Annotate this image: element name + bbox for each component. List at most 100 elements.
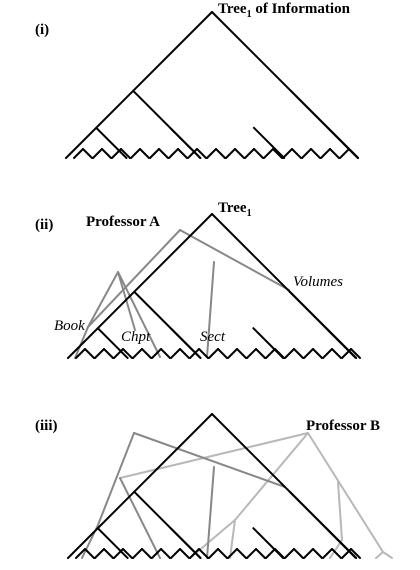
leaf-edge bbox=[75, 548, 86, 559]
leaf-edge bbox=[113, 348, 124, 359]
chapter-label: Chpt bbox=[121, 329, 151, 345]
leaf-edge bbox=[82, 148, 93, 159]
leaf-edge bbox=[236, 548, 247, 559]
panel-ii: (ii) Tree1 Professor A Volumes Book Chpt… bbox=[35, 200, 361, 359]
prof-b-path bbox=[234, 432, 309, 521]
leaf-edge bbox=[293, 348, 304, 359]
leaf-edge bbox=[303, 348, 314, 359]
prof-a-path bbox=[179, 229, 290, 291]
leaf-edge bbox=[160, 348, 171, 359]
professor-b-label: Professor B bbox=[306, 418, 380, 434]
leaf-edge bbox=[274, 548, 285, 559]
panel-label-i: (i) bbox=[35, 22, 49, 38]
leaf-edge bbox=[255, 348, 266, 359]
leaf-edge bbox=[263, 148, 274, 159]
prof-a-path bbox=[87, 229, 181, 328]
tree-edge bbox=[325, 327, 357, 359]
tree-edge bbox=[96, 327, 129, 359]
leaf-edge bbox=[246, 348, 257, 359]
leaf-edge bbox=[196, 148, 207, 159]
leaf-edge bbox=[244, 148, 255, 159]
information-tree-ii bbox=[67, 213, 361, 359]
leaf-edge bbox=[189, 348, 200, 359]
leaf-edge bbox=[339, 148, 350, 159]
prof-b-path bbox=[307, 432, 384, 553]
leaf-edge bbox=[149, 148, 160, 159]
leaf-edge bbox=[92, 148, 103, 159]
leaf-edge bbox=[94, 348, 105, 359]
leaf-edge bbox=[246, 548, 257, 559]
leaf-edge bbox=[158, 148, 169, 159]
leaf-edge bbox=[341, 348, 352, 359]
leaf-edge bbox=[303, 548, 314, 559]
professor-a-overlay bbox=[74, 229, 290, 359]
information-tree-i bbox=[65, 11, 359, 159]
leaf-edge bbox=[101, 148, 112, 159]
leaf-edge bbox=[265, 348, 276, 359]
leaf-edge bbox=[293, 548, 304, 559]
leaf-edge bbox=[348, 148, 359, 159]
panel-i-title: Tree1 of Information bbox=[218, 1, 351, 20]
leaf-edge bbox=[139, 148, 150, 159]
prof-a-path bbox=[206, 261, 215, 358]
tree-edge bbox=[169, 126, 202, 159]
leaf-edge bbox=[329, 148, 340, 159]
tree-edge bbox=[65, 11, 213, 159]
leaf-edge bbox=[84, 548, 95, 559]
prof-a-path bbox=[117, 271, 136, 331]
information-tree-iii bbox=[67, 413, 361, 559]
leaf-edge bbox=[170, 548, 181, 559]
leaf-edge bbox=[255, 548, 266, 559]
leaf-edge bbox=[208, 348, 219, 359]
leaf-edge bbox=[151, 348, 162, 359]
leaf-edge bbox=[187, 148, 198, 159]
leaf-edge bbox=[177, 148, 188, 159]
leaf-edge bbox=[132, 548, 143, 559]
leaf-edge bbox=[236, 348, 247, 359]
leaf-edge bbox=[198, 548, 209, 559]
leaf-edge bbox=[312, 548, 323, 559]
tree-edge bbox=[67, 213, 213, 359]
leaf-edge bbox=[141, 548, 152, 559]
leaf-edge bbox=[189, 548, 200, 559]
leaf-edge bbox=[272, 148, 283, 159]
leaf-edge bbox=[284, 548, 295, 559]
leaf-edge bbox=[103, 548, 114, 559]
leaf-edge bbox=[75, 348, 86, 359]
prof-b-path bbox=[229, 519, 236, 559]
prof-a-path bbox=[133, 432, 286, 488]
panel-ii-title: Tree1 bbox=[218, 200, 252, 219]
leaf-edge bbox=[322, 548, 333, 559]
leaf-edge bbox=[151, 548, 162, 559]
leaf-edge bbox=[215, 148, 226, 159]
leaf-edge bbox=[122, 548, 133, 559]
leaf-edge bbox=[274, 348, 285, 359]
book-label: Book bbox=[54, 318, 85, 334]
professor-b-overlay bbox=[119, 432, 393, 559]
leaf-edge bbox=[282, 148, 293, 159]
tree-edge bbox=[67, 413, 213, 559]
volumes-label: Volumes bbox=[293, 274, 343, 290]
leaf-edge bbox=[73, 148, 84, 159]
leaf-edge bbox=[168, 148, 179, 159]
leaf-edge bbox=[291, 148, 302, 159]
panel-label-iii: (iii) bbox=[35, 418, 58, 434]
leaf-edge bbox=[94, 548, 105, 559]
prof-b-path bbox=[329, 481, 343, 559]
panel-i: (i) Tree1 of Information bbox=[35, 1, 359, 159]
leaf-edge bbox=[265, 548, 276, 559]
prof-a-path bbox=[119, 477, 161, 559]
tree-edge bbox=[252, 126, 286, 159]
leaf-edge bbox=[341, 548, 352, 559]
leaf-edge bbox=[120, 148, 131, 159]
professor-a-overlay bbox=[81, 432, 286, 559]
prof-a-path bbox=[74, 326, 89, 359]
leaf-edge bbox=[322, 348, 333, 359]
prof-a-path bbox=[206, 466, 215, 559]
panel-label-ii: (ii) bbox=[35, 217, 53, 233]
prof-b-path bbox=[382, 551, 393, 559]
leaf-edge bbox=[160, 548, 171, 559]
leaf-edge bbox=[227, 548, 238, 559]
prof-b-path bbox=[375, 551, 384, 559]
leaf-edge bbox=[225, 148, 236, 159]
